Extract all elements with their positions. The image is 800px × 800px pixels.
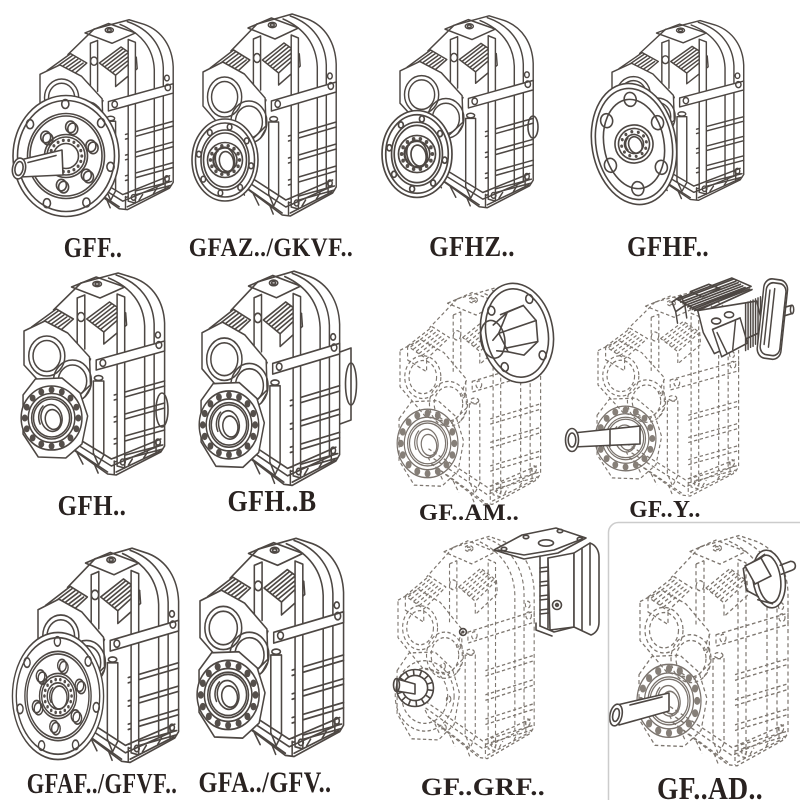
svg-text:GF..Y..: GF..Y..	[629, 497, 701, 524]
svg-text:GFH..: GFH..	[58, 490, 127, 522]
svg-text:GFAF../GFVF..: GFAF../GFVF..	[27, 768, 178, 800]
svg-text:GFHZ..: GFHZ..	[429, 231, 515, 263]
svg-text:GF..AD..: GF..AD..	[657, 772, 763, 800]
svg-text:GFH..B: GFH..B	[227, 485, 316, 518]
svg-text:GF..AM..: GF..AM..	[419, 501, 519, 526]
svg-text:GFF..: GFF..	[64, 232, 123, 264]
svg-text:GFAZ../GKVF..: GFAZ../GKVF..	[189, 234, 353, 263]
svg-text:GFHF..: GFHF..	[627, 231, 709, 263]
svg-text:GF..GRF..: GF..GRF..	[421, 772, 545, 800]
svg-text:GFA../GFV..: GFA../GFV..	[198, 766, 331, 799]
